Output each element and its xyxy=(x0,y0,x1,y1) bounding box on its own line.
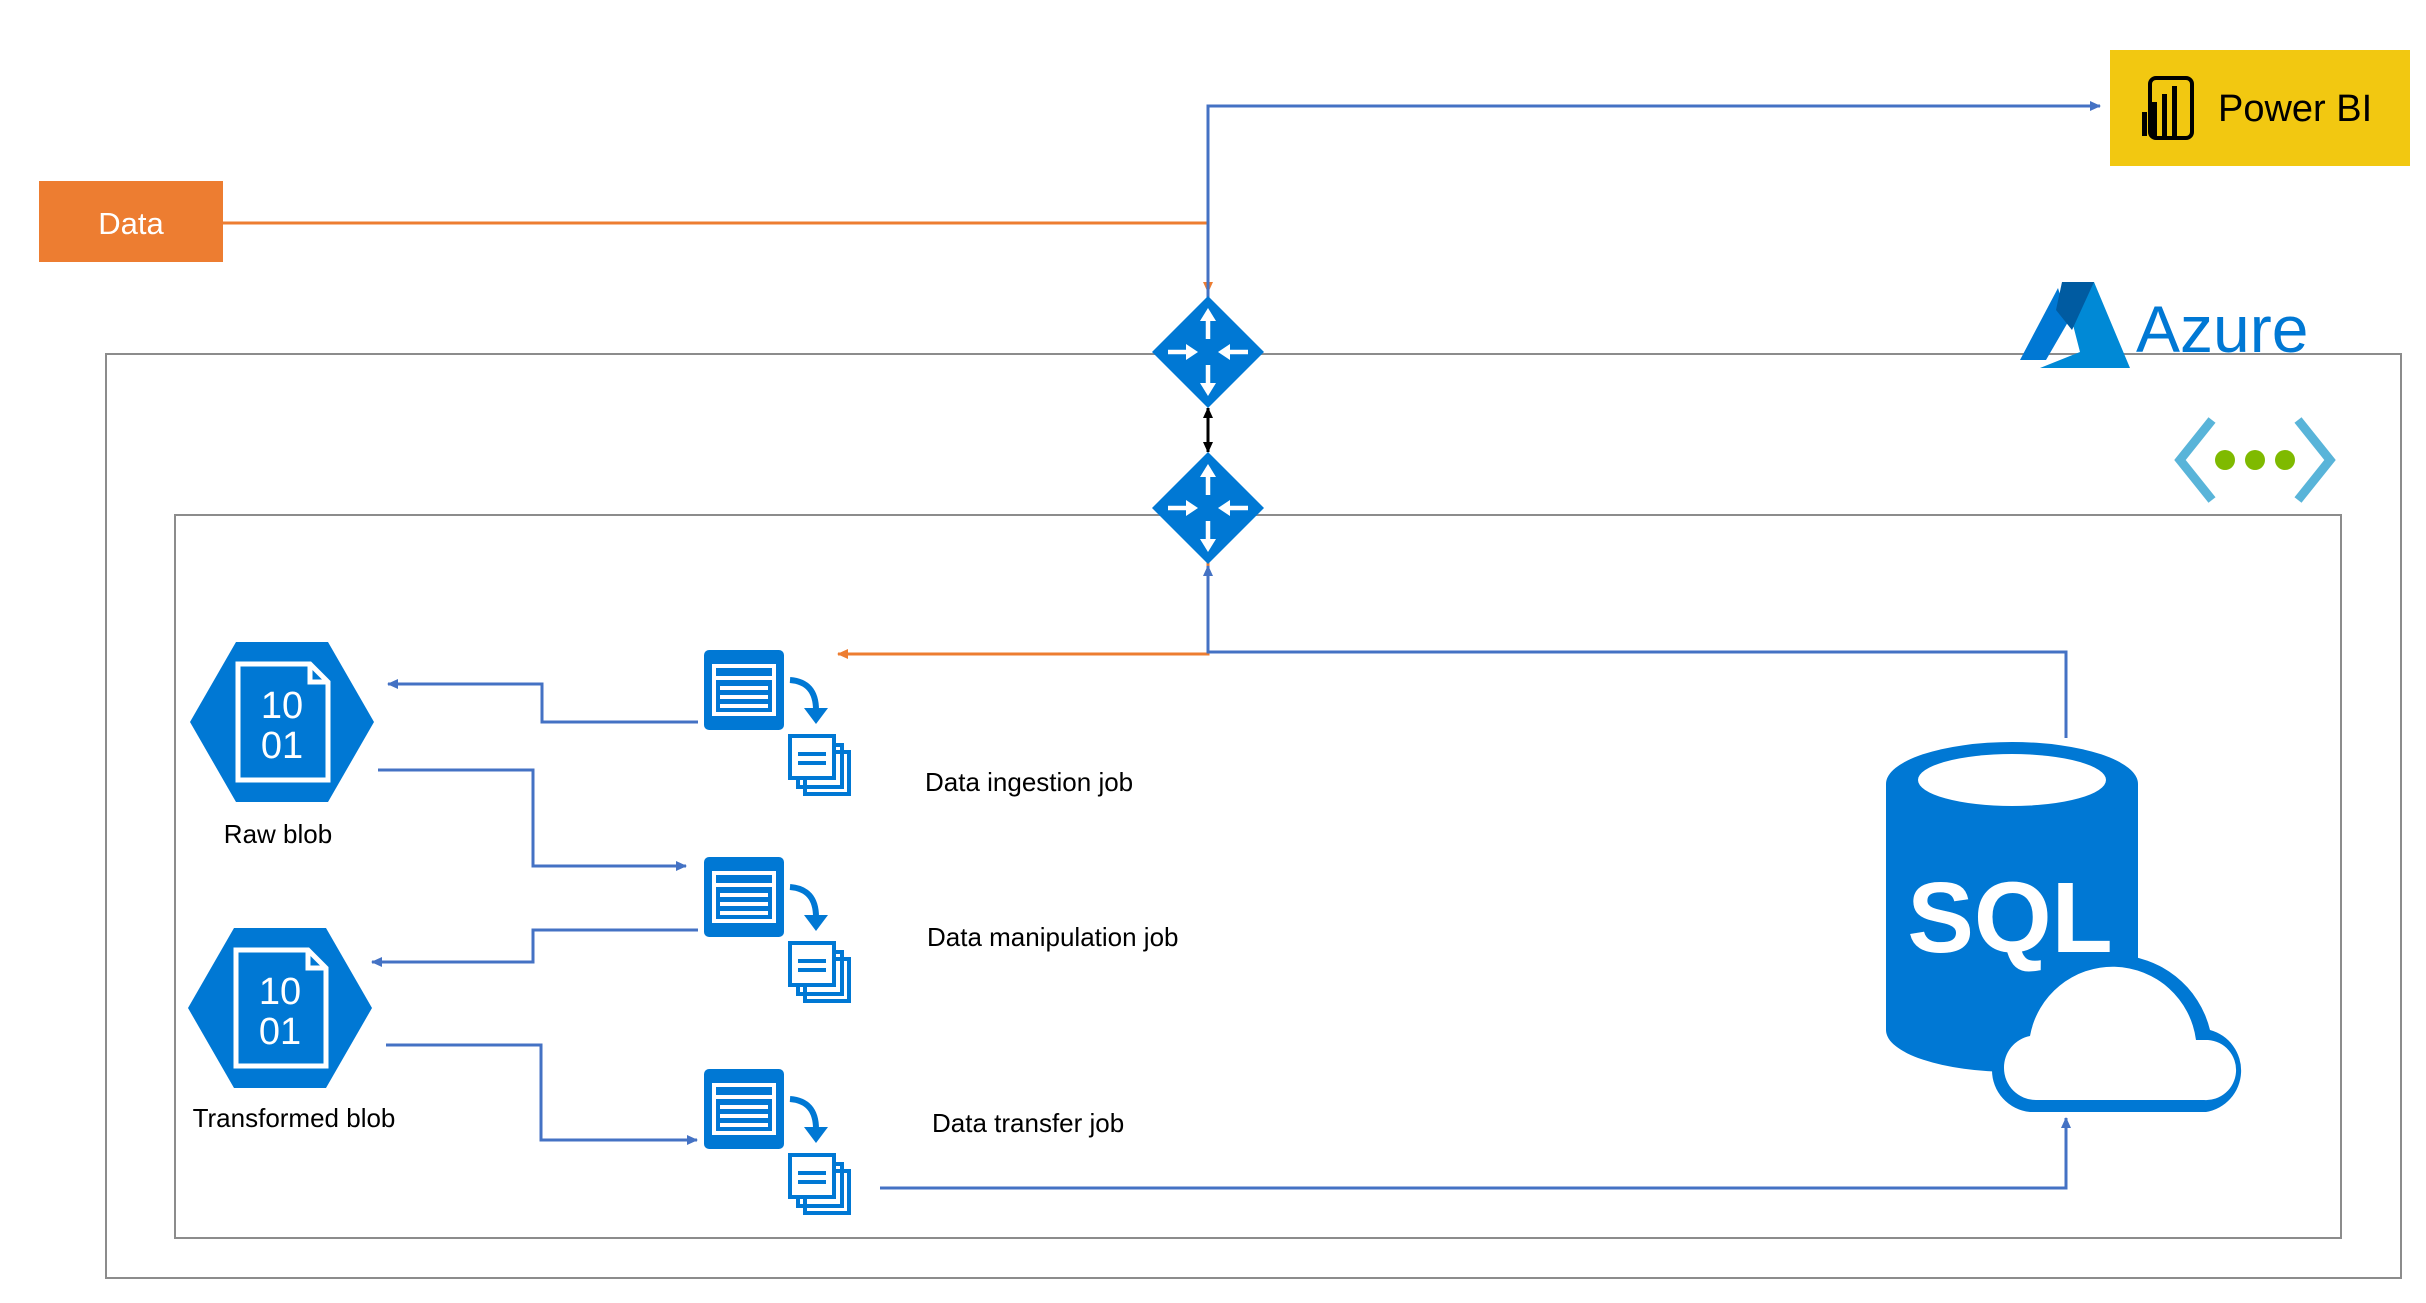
transformed-blob-label: Transformed blob xyxy=(193,1103,396,1133)
cloud-icon xyxy=(1991,955,2242,1112)
gateway-to-ingestion-connector xyxy=(837,562,1210,659)
power-bi-label: Power BI xyxy=(2218,88,2372,130)
manipulation-job-icon xyxy=(704,857,849,1001)
manipulation-job-label: Data manipulation job xyxy=(927,922,1179,952)
rawblob-to-manipulation-connector xyxy=(378,768,687,871)
data-to-gateway-connector xyxy=(223,221,1213,293)
transfer-job-label: Data transfer job xyxy=(932,1108,1124,1138)
inner-gateway-icon xyxy=(1152,452,1264,564)
power-bi-logo xyxy=(2142,76,2194,140)
gateway-to-powerbi-connector xyxy=(1206,101,2101,298)
transformed-blob-icon-text-1: 10 xyxy=(259,971,301,1013)
sql-database-node: SQL xyxy=(1886,742,2242,1112)
sql-to-gateway-connector xyxy=(1203,565,2068,738)
transformedblob-to-transfer-connector xyxy=(386,1043,698,1145)
transfer-job-icon xyxy=(704,1069,849,1213)
transformed-blob-node: 10 01 Transformed blob xyxy=(188,928,395,1133)
manipulation-to-transformedblob-connector xyxy=(371,928,698,967)
transfer-to-sql-connector xyxy=(880,1117,2071,1190)
sql-label: SQL xyxy=(1907,862,2113,974)
ingestion-job-label: Data ingestion job xyxy=(925,767,1133,797)
power-bi-node: Power BI xyxy=(2110,50,2410,166)
raw-blob-icon-text-1: 10 xyxy=(261,685,303,727)
data-source-node: Data xyxy=(39,181,223,262)
outer-gateway-icon xyxy=(1152,296,1264,408)
raw-blob-label: Raw blob xyxy=(224,819,332,849)
data-source-label: Data xyxy=(98,206,164,241)
transfer-job-node: Data transfer job xyxy=(704,1069,1124,1213)
transformed-blob-icon-text-2: 01 xyxy=(259,1011,301,1053)
manipulation-job-node: Data manipulation job xyxy=(704,857,1179,1001)
azure-logo: Azure xyxy=(2020,282,2308,368)
azure-label: Azure xyxy=(2136,292,2308,366)
ingestion-job-node: Data ingestion job xyxy=(704,650,1133,797)
virtual-network-boundary xyxy=(174,514,2342,1239)
virtual-network-icon xyxy=(2174,417,2336,503)
raw-blob-icon-text-2: 01 xyxy=(261,725,303,767)
ingestion-to-rawblob-connector xyxy=(387,679,698,724)
ingestion-job-icon xyxy=(704,650,849,794)
raw-blob-node: 10 01 Raw blob xyxy=(190,642,374,849)
